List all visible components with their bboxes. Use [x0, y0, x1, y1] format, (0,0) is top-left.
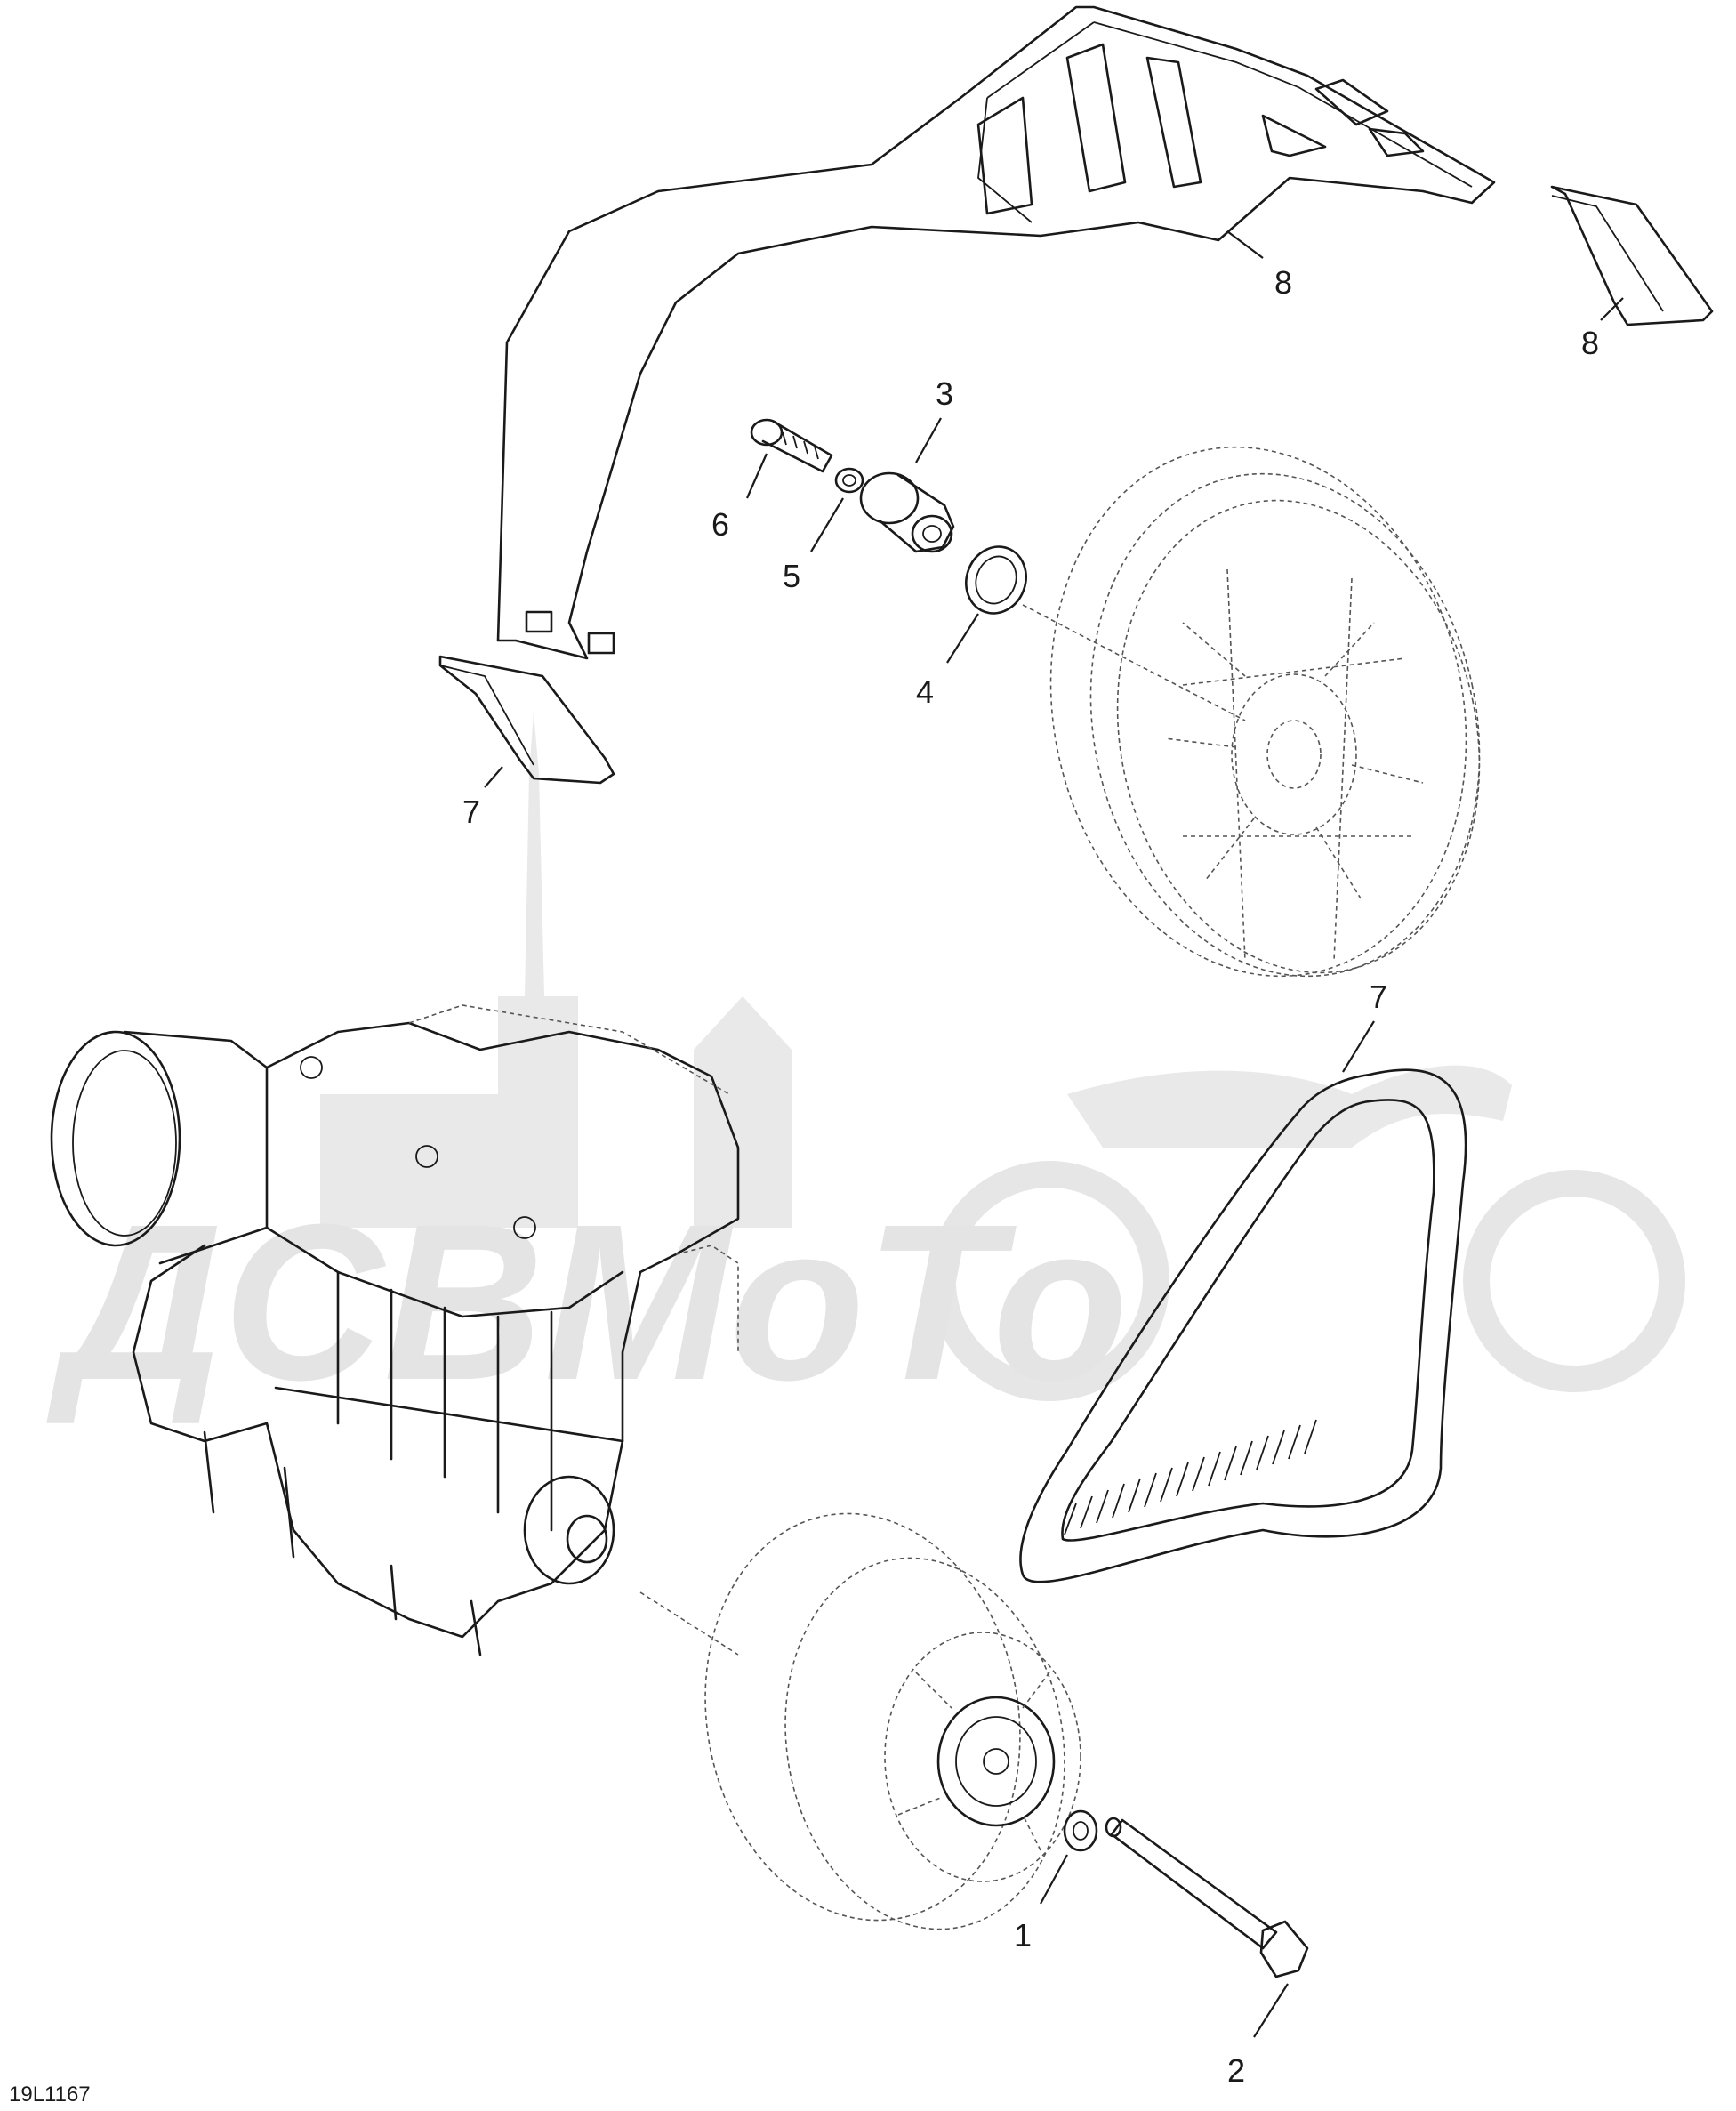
washer: 4	[916, 545, 1027, 710]
callout-5: 5	[783, 558, 800, 594]
screw: 6	[711, 418, 833, 543]
drive-belt: 7	[1019, 979, 1467, 1583]
pulley-washer: 1	[1014, 1809, 1098, 1954]
decal-right: 8	[1550, 185, 1714, 361]
center-line-upper	[1022, 604, 1246, 721]
center-line-lower	[639, 1591, 739, 1656]
drive-pulley	[704, 1512, 1081, 1930]
callout-3: 3	[936, 375, 953, 412]
driven-pulley	[1049, 446, 1481, 978]
callout-8-right: 8	[1581, 325, 1599, 361]
callout-1: 1	[1014, 1917, 1032, 1954]
callout-7: 7	[1370, 979, 1387, 1015]
lock-washer: 5	[783, 467, 864, 594]
watermark: ДСВМоТо	[46, 712, 1685, 1426]
callout-6: 6	[711, 506, 729, 543]
watermark-text: ДСВМоТо	[46, 1178, 1129, 1426]
illustration-code: 19L1167	[9, 2083, 91, 2107]
engine	[50, 1004, 740, 1656]
pulley-bolt: 2	[1105, 1817, 1309, 2089]
callout-4: 4	[916, 673, 934, 710]
callout-2: 2	[1227, 2052, 1245, 2089]
callout-9: 8	[1274, 264, 1292, 301]
spacer: 3	[859, 375, 955, 553]
decal-left: 7	[438, 655, 615, 830]
belt-guard: 8	[496, 5, 1496, 660]
callout-8-left: 7	[462, 794, 480, 830]
